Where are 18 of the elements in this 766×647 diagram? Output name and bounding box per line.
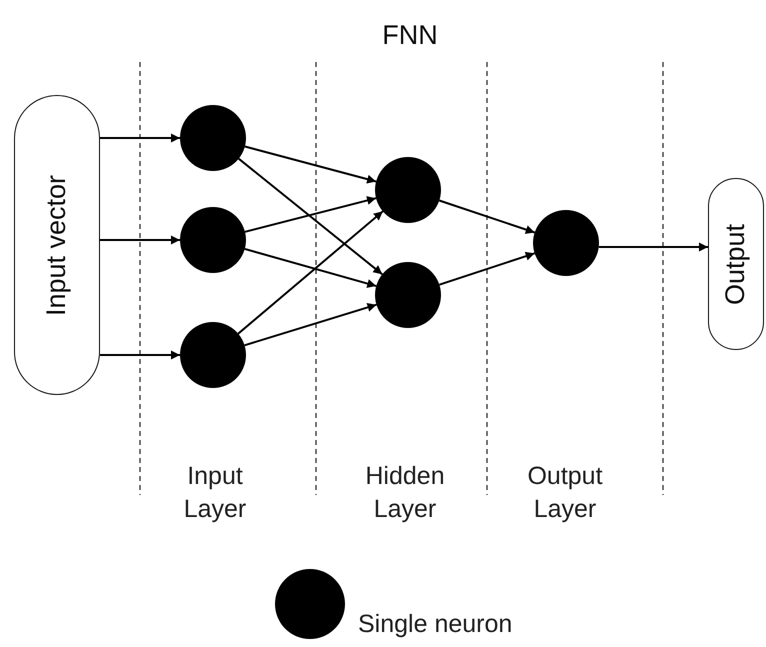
- layer-label: Input Layer: [182, 461, 248, 524]
- arrow: [439, 252, 535, 286]
- arrow: [238, 210, 384, 334]
- node-text: Input vector: [42, 174, 72, 316]
- legend-text: Single neuron: [358, 610, 512, 639]
- arrow: [238, 158, 383, 276]
- arrow: [244, 146, 376, 184]
- arrow: [438, 200, 536, 234]
- arrow: [100, 236, 180, 244]
- arrow: [100, 134, 180, 142]
- arrow: [598, 242, 708, 252]
- layer-label: Hidden Layer: [364, 461, 446, 524]
- layer-label: Output Layer: [526, 461, 604, 524]
- arrow: [244, 303, 377, 346]
- arrow: [244, 196, 376, 233]
- diagram-title: FNN: [381, 20, 439, 51]
- node-text: Output: [720, 223, 752, 305]
- arrow: [100, 350, 180, 360]
